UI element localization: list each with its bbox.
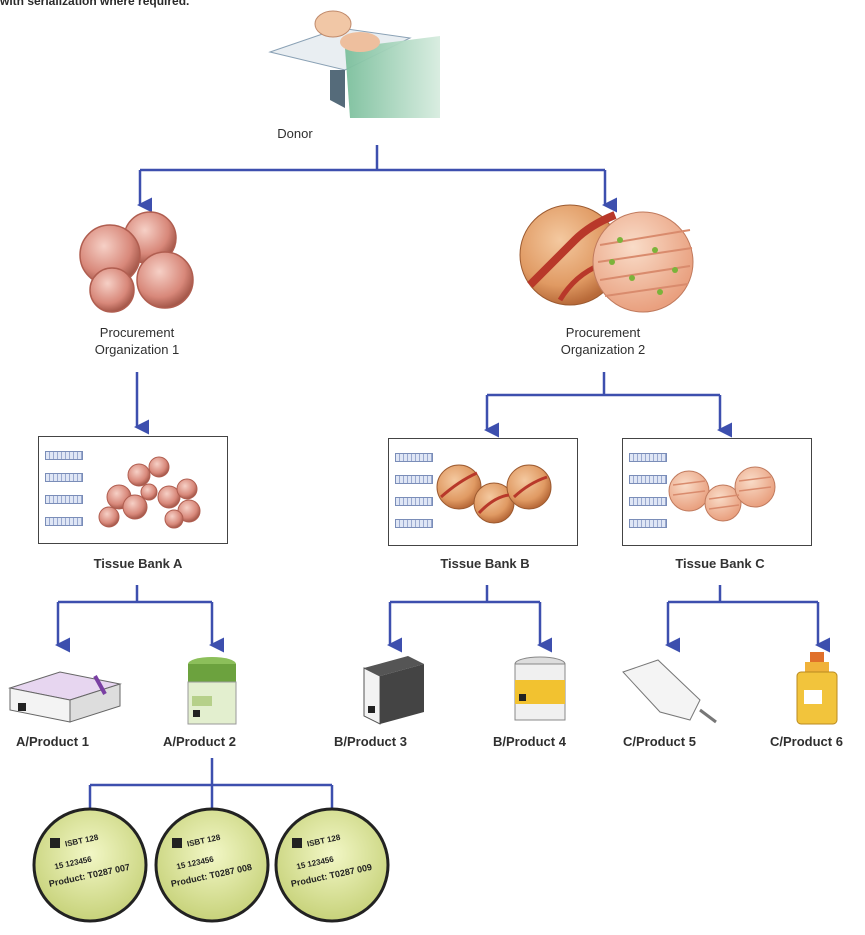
cells-cluster-icon [98, 456, 201, 529]
product-1-name: /Product 1 [25, 734, 89, 749]
donor-illustration [268, 10, 440, 118]
product-3-label: B/Product 3 [334, 734, 407, 749]
product-5-label: C/Product 5 [623, 734, 696, 749]
tissue-bank-b-box [388, 438, 578, 546]
product-4-bank: B [493, 734, 503, 749]
bone-pieces-icon [436, 464, 552, 524]
donor-label: Donor [277, 126, 313, 141]
procurement-org-1-line2: Organization 1 [94, 342, 180, 357]
procurement-org-1-label: Procurement Organization 1 [62, 324, 212, 358]
fiber-pieces-icon [668, 466, 776, 522]
shelf [395, 475, 433, 484]
shelf [395, 497, 433, 506]
shelf [629, 497, 667, 506]
product-4-label: B/Product 4 [493, 734, 566, 749]
intro-text: with serialization where required. [0, 0, 190, 8]
shelf [45, 495, 83, 504]
product-4-jar [514, 656, 566, 721]
tissue-bank-b-label: Tissue Bank B [440, 556, 530, 571]
product-4-name: /Product 4 [502, 734, 566, 749]
product-2-name: /Product 2 [172, 734, 236, 749]
tissue-bank-a-label: Tissue Bank A [93, 556, 183, 571]
product-6-bottle [796, 652, 838, 725]
shelf [395, 519, 433, 528]
product-2-label: A/Product 2 [163, 734, 236, 749]
product-5-bag [622, 659, 717, 724]
tissue-bank-c-box [622, 438, 812, 546]
label-circle-2 [154, 807, 270, 923]
product-3-bank: B [334, 734, 344, 749]
procurement-org-2-label: Procurement Organization 2 [528, 324, 678, 358]
product-1-label: A/Product 1 [16, 734, 89, 749]
shelf [45, 451, 83, 460]
label-circle-3 [274, 807, 390, 923]
procurement-org-2-line1: Procurement [565, 325, 641, 340]
product-6-label: C/Product 6 [770, 734, 843, 749]
shelf [629, 475, 667, 484]
product-1-bank: A [16, 734, 26, 749]
product-6-bank: C [770, 734, 780, 749]
shelf [45, 517, 83, 526]
tissue-bank-c-label: Tissue Bank C [675, 556, 765, 571]
product-3-box [363, 656, 424, 725]
procurement-org-2-line2: Organization 2 [560, 342, 646, 357]
tissue-bank-a-box [38, 436, 228, 544]
cells-illustration [79, 211, 194, 313]
shelf [395, 453, 433, 462]
product-5-name: /Product 5 [632, 734, 696, 749]
product-3-name: /Product 3 [343, 734, 407, 749]
tissue-illustration [519, 204, 694, 313]
product-1-box [8, 671, 122, 723]
shelf [629, 519, 667, 528]
label-circle-1 [32, 807, 148, 923]
product-6-name: /Product 6 [779, 734, 843, 749]
product-5-bank: C [623, 734, 633, 749]
shelf [45, 473, 83, 482]
shelf [629, 453, 667, 462]
procurement-org-1-line1: Procurement [99, 325, 175, 340]
product-2-jar [187, 657, 237, 725]
arrows [55, 145, 830, 830]
product-2-bank: A [163, 734, 173, 749]
